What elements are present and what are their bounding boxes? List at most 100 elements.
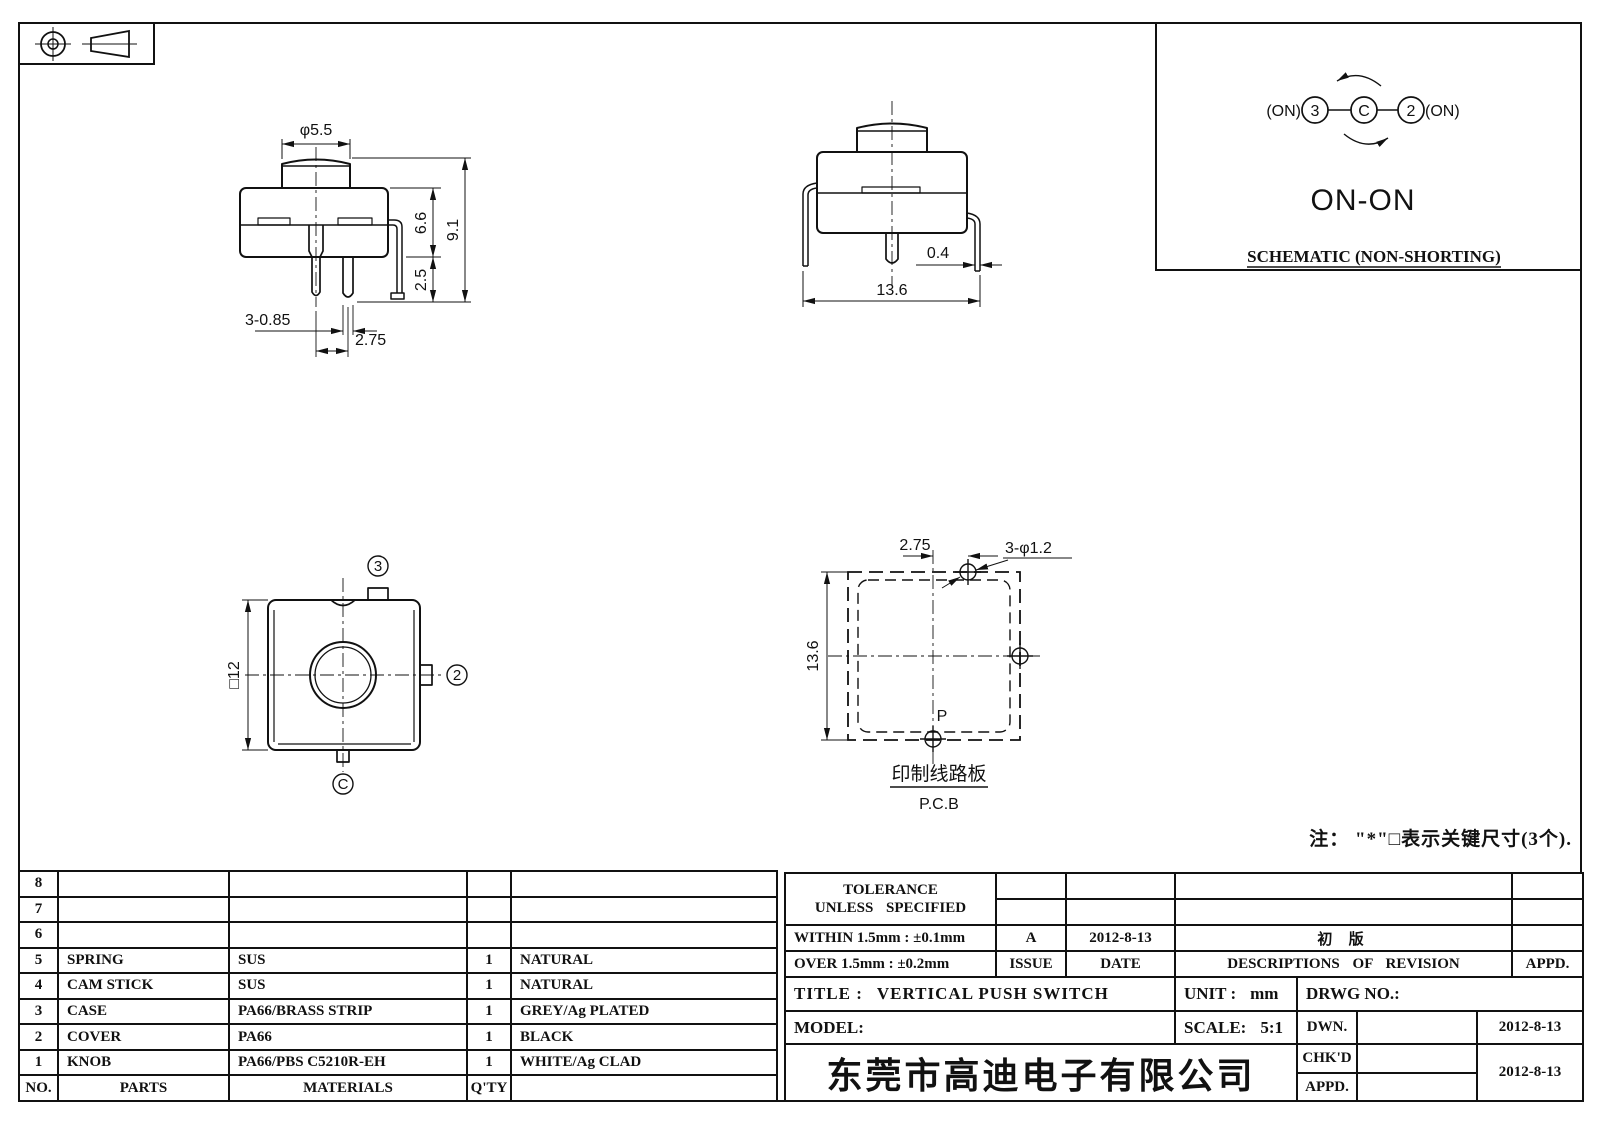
row-part: COVER — [59, 1025, 228, 1049]
terminal-common-badge — [332, 773, 354, 795]
unit-cell: UNIT : mm — [1176, 978, 1296, 1010]
header-parts: PARTS — [59, 1076, 228, 1100]
scale-cell: SCALE: 5:1 — [1176, 1012, 1296, 1043]
row-material: PA66 — [230, 1025, 466, 1049]
row-qty — [468, 872, 510, 896]
key-dimension-note: 注： "*"□表示关键尺寸(3个). — [1309, 829, 1572, 850]
pcb-layout-view: 2.75 3-φ1.2 13.6 P 印制线路板 P.C.B — [805, 537, 1072, 813]
appd-header: APPD. — [1513, 952, 1582, 976]
date-label: DATE — [1067, 952, 1174, 976]
chkd-date: 2012-8-13 — [1478, 1045, 1582, 1100]
row-part — [59, 872, 228, 896]
header-materials: MATERIALS — [230, 1076, 466, 1100]
row-part: KNOB — [59, 1050, 228, 1075]
row-finish: BLACK — [512, 1025, 776, 1049]
row-qty: 1 — [468, 1050, 510, 1075]
side-view-outline — [802, 101, 981, 285]
row-finish: NATURAL — [512, 948, 776, 973]
row-finish: GREY/Ag PLATED — [512, 999, 776, 1024]
revision-description: 初 版 — [1176, 926, 1511, 950]
unit-value: mm — [1250, 984, 1279, 1003]
row-material: SUS — [230, 948, 466, 973]
empty-revision-row — [1176, 874, 1511, 898]
empty-cell — [997, 900, 1065, 924]
row-material: SUS — [230, 974, 466, 998]
schematic-terminal-3: 3 — [1311, 103, 1320, 120]
row-no: 6 — [20, 923, 57, 947]
dim-total-height: 9.1 — [445, 219, 462, 241]
dim-pin-length: 2.5 — [413, 269, 430, 291]
bottom-view-dimensions — [242, 599, 268, 751]
row-no: 5 — [20, 948, 57, 973]
row-material: PA66/PBS C5210R-EH — [230, 1050, 466, 1075]
row-qty: 1 — [468, 1025, 510, 1049]
pcb-point-label: P — [937, 708, 948, 725]
empty-cell — [1513, 874, 1582, 898]
row-qty: 1 — [468, 948, 510, 973]
schematic-terminal-2: 2 — [1407, 103, 1416, 120]
schematic-on-left: (ON) — [1266, 103, 1301, 120]
empty-cell — [1067, 874, 1174, 898]
toggle-arrow-right — [1343, 133, 1389, 148]
row-qty — [468, 923, 510, 947]
chkd-label: CHK'D — [1298, 1045, 1356, 1072]
dim-knob-diameter: φ5.5 — [300, 122, 333, 139]
schematic-mode: ON-ON — [1311, 184, 1416, 217]
row-part: SPRING — [59, 948, 228, 973]
row-finish: NATURAL — [512, 974, 776, 998]
tolerance-subtitle: UNLESS SPECIFIED — [814, 900, 967, 916]
empty-cell — [997, 874, 1065, 898]
dim-hole-offset: 2.75 — [899, 537, 930, 554]
row-material — [230, 872, 466, 896]
terminal-3-badge — [367, 555, 389, 577]
tolerance-title: TOLERANCE — [843, 882, 938, 898]
row-part — [59, 923, 228, 947]
empty-revision-row — [1176, 900, 1511, 924]
row-finish — [512, 872, 776, 896]
schematic-symbol — [1301, 72, 1425, 148]
schematic-caption: SCHEMATIC (NON-SHORTING) — [1247, 247, 1501, 266]
terminal-2-badge — [446, 664, 468, 686]
schematic-on-right-label: (ON) — [1425, 103, 1460, 120]
row-no: 1 — [20, 1050, 57, 1075]
row-qty: 1 — [468, 999, 510, 1024]
bottom-terminal-common: C — [338, 776, 349, 793]
empty-cell — [1513, 900, 1582, 924]
dim-holes: 3-φ1.2 — [1005, 540, 1052, 557]
front-view: φ5.5 9.1 6.6 2.5 3-0.85 2.75 — [239, 122, 471, 357]
tolerance-over: OVER 1.5mm : ±0.2mm — [786, 952, 995, 976]
row-no: 2 — [20, 1025, 57, 1049]
pcb-hole-top — [955, 559, 981, 585]
front-view-dimensions — [255, 139, 471, 357]
bottom-view-outline — [245, 555, 468, 795]
issue-label: ISSUE — [997, 952, 1065, 976]
dim-leg-span: 13.6 — [876, 282, 907, 299]
dim-pin-pitch: 2.75 — [355, 332, 386, 349]
header-finish — [512, 1076, 776, 1100]
title-row: TITLE : VERTICAL PUSH SWITCH — [786, 978, 1174, 1010]
row-finish — [512, 923, 776, 947]
dwn-date: 2012-8-13 — [1478, 1012, 1582, 1043]
dim-pin-width: 3-0.85 — [245, 312, 290, 329]
front-view-outline — [239, 147, 405, 307]
title-value: VERTICAL PUSH SWITCH — [876, 984, 1109, 1003]
tolerance-within: WITHIN 1.5mm : ±0.1mm — [786, 926, 995, 950]
row-material — [230, 923, 466, 947]
row-no: 7 — [20, 897, 57, 922]
company-name: 东莞市高迪电子有限公司 — [786, 1045, 1296, 1100]
appd-signature — [1358, 1074, 1476, 1100]
row-finish: WHITE/Ag CLAD — [512, 1050, 776, 1075]
side-view-dimensions — [802, 261, 1002, 307]
pcb-dimensions — [821, 552, 1072, 741]
model-cell: MODEL: — [786, 1012, 1174, 1043]
row-part: CASE — [59, 999, 228, 1024]
revision-header: DESCRIPTIONS OF REVISION — [1176, 952, 1511, 976]
dim-leg-thickness: 0.4 — [927, 245, 949, 262]
tolerance-header: TOLERANCE UNLESS SPECIFIED — [786, 874, 995, 924]
parts-table: 8 7 6 5 SPRING SUS 1 NATURAL 4 CAM STICK… — [18, 870, 778, 1102]
chkd-signature — [1358, 1045, 1476, 1072]
projection-symbol-box — [18, 22, 155, 65]
bottom-terminal-2: 2 — [453, 667, 461, 684]
row-no: 4 — [20, 974, 57, 998]
